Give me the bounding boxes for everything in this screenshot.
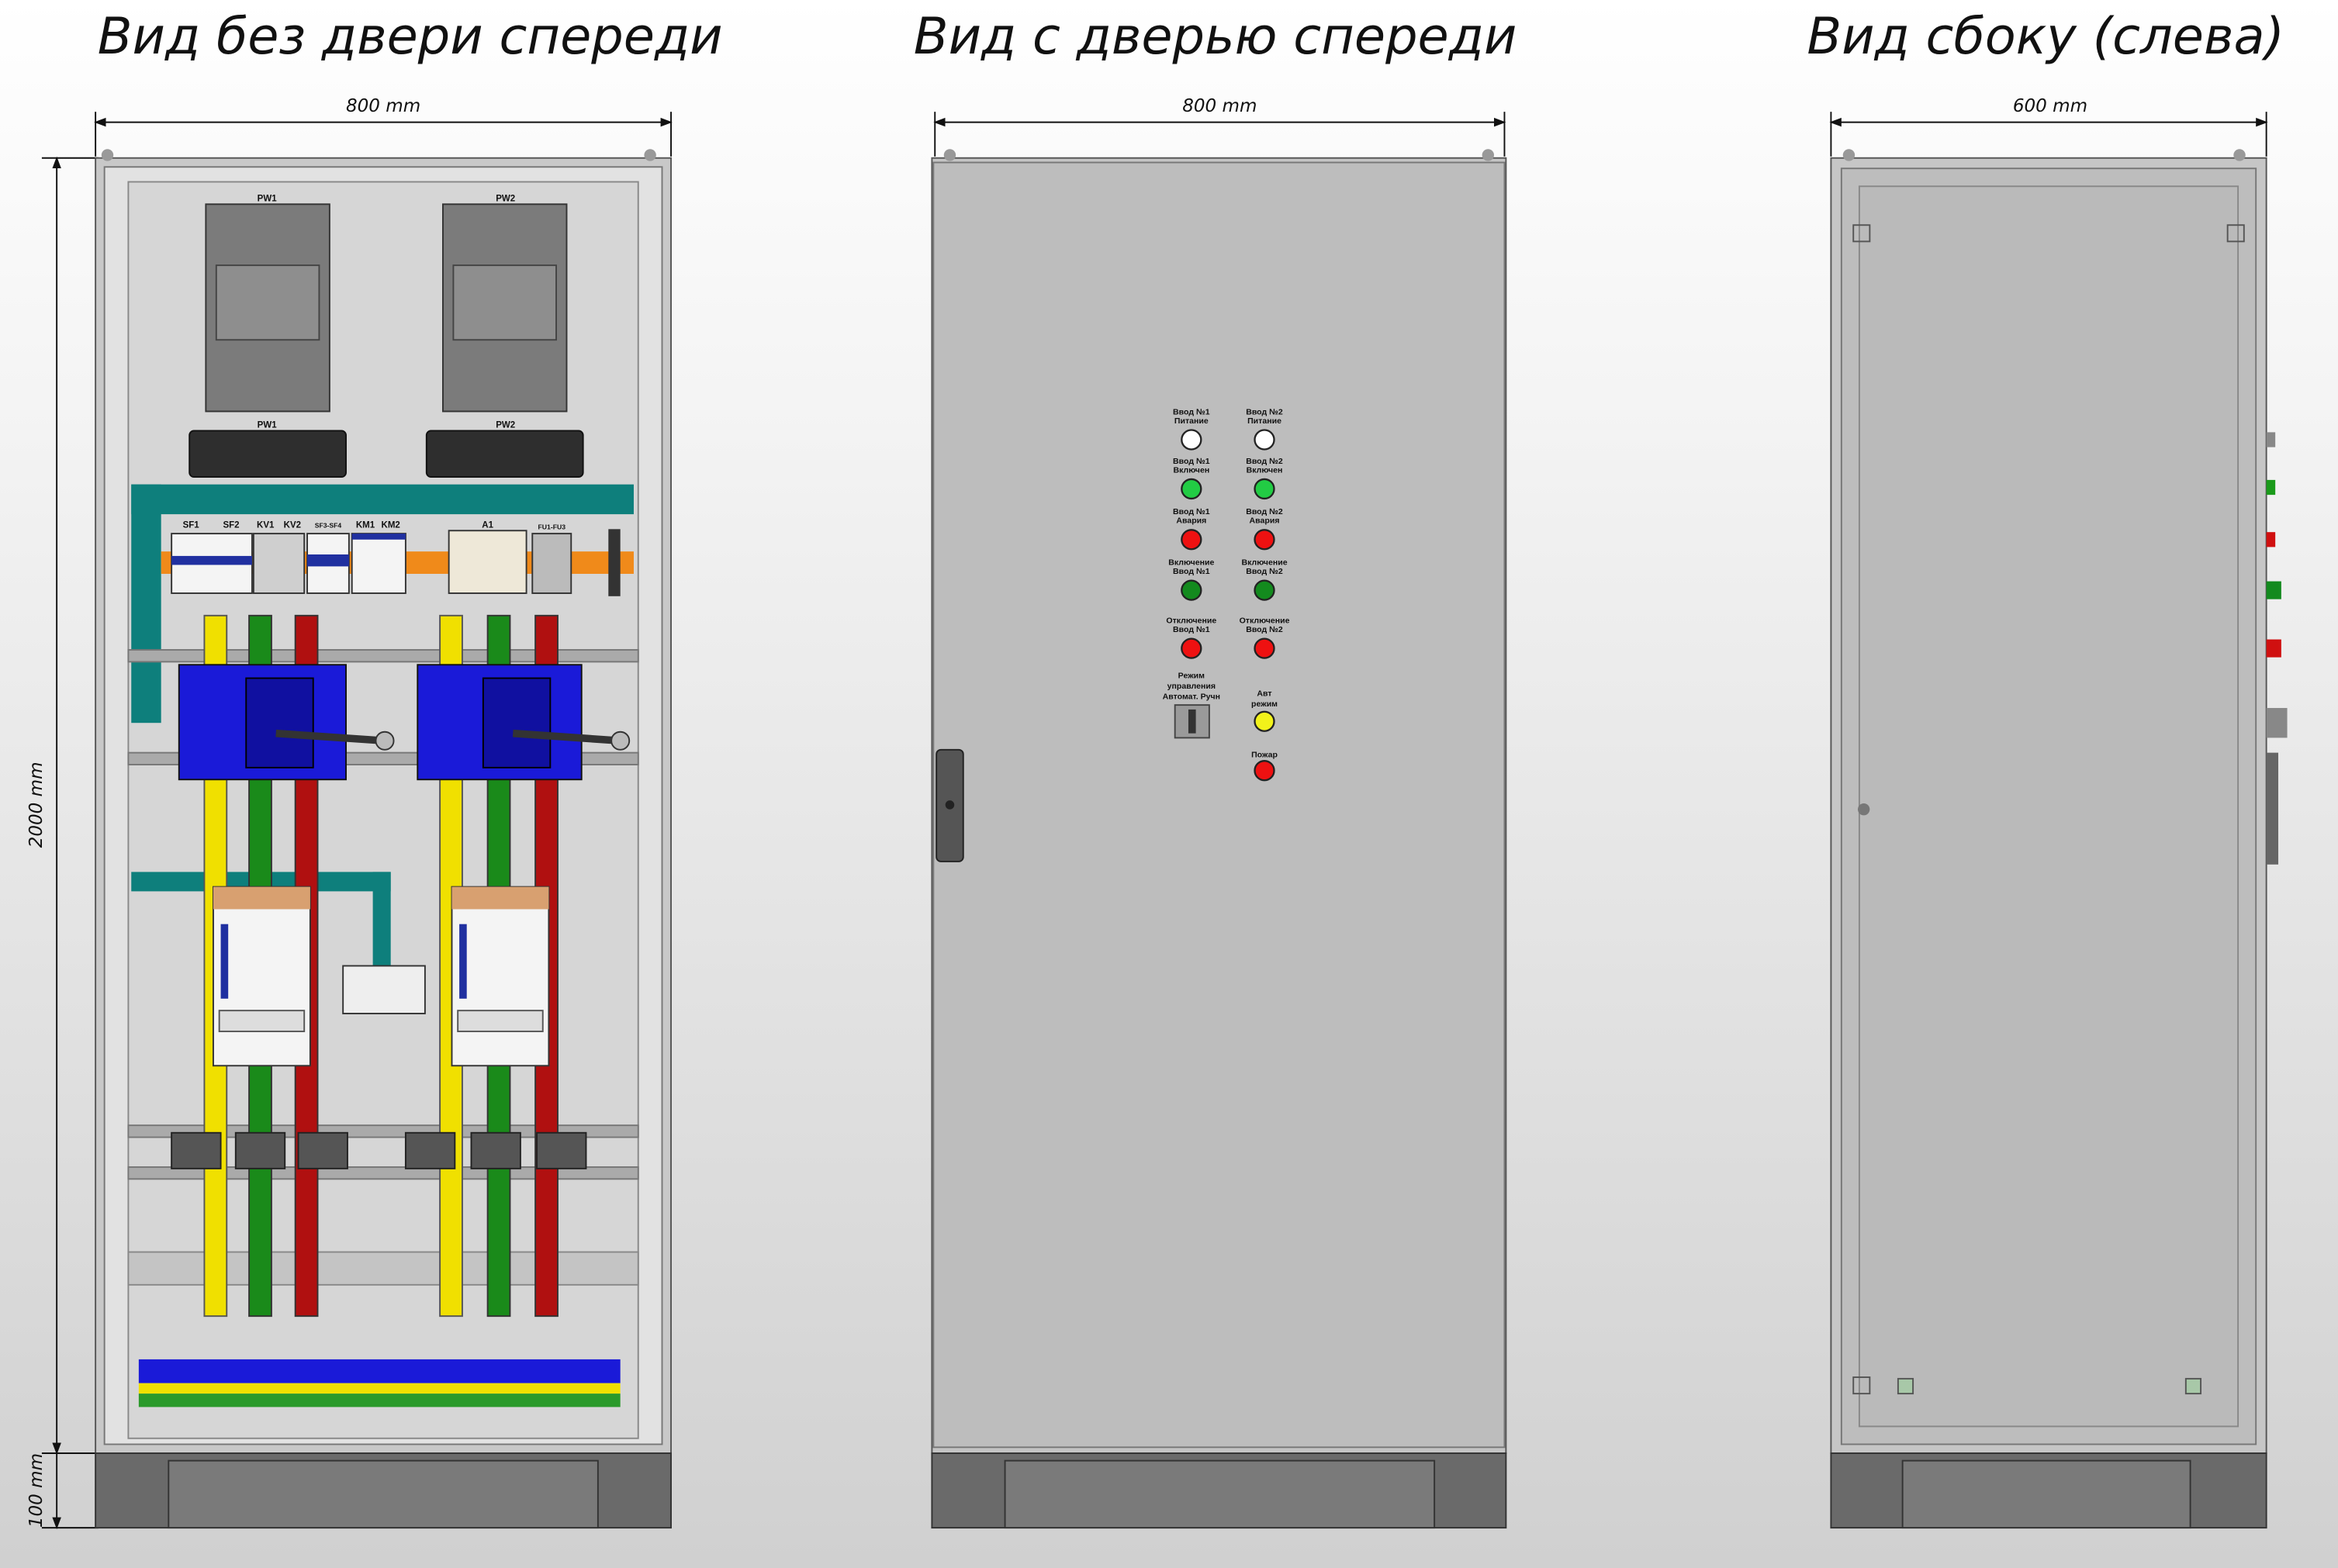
- terminal-block: [342, 965, 426, 1014]
- din-devices: SF1 SF2 KV1 KV2 SF3-SF4 KM1 KM2 A1 FU1-F…: [171, 520, 621, 596]
- title-front-with-door: Вид с дверью спереди: [914, 7, 1517, 66]
- indicator-label: Ввод №2: [1246, 567, 1283, 576]
- mode-switch-label: управления: [1167, 682, 1216, 691]
- device-label: KM2: [382, 520, 400, 530]
- indicator-label: Ввод №1: [1173, 625, 1210, 634]
- dimension-label-width-left: 800 mm: [346, 96, 420, 116]
- dimension-width-middle: [933, 112, 1506, 157]
- side-protruding-controls: [2266, 432, 2288, 865]
- indicator-label: Ввод №1: [1173, 507, 1210, 516]
- indicator-label: Ввод №2: [1246, 507, 1283, 516]
- door[interactable]: [932, 161, 1506, 1449]
- indicator-lamp: [1254, 637, 1275, 659]
- indicator-label: Ввод №2: [1246, 457, 1283, 466]
- cabinet-front-with-door: [931, 149, 1507, 1529]
- meter-cover-label: PW2: [496, 421, 515, 430]
- meter-pw2: PW2: [441, 194, 568, 413]
- title-side-left: Вид сбоку (слева): [1807, 7, 2284, 66]
- meter-cover-pw1: PW1: [188, 421, 347, 478]
- cable-duct-top: [131, 484, 634, 515]
- device-label: A1: [482, 520, 493, 530]
- device-label: SF3-SF4: [315, 521, 342, 529]
- circuit-breaker-1: [213, 886, 311, 1067]
- indicator-label: Включение: [1241, 558, 1287, 567]
- switch-disconnector-2: [417, 664, 631, 781]
- indicator-label: Ввод №2: [1246, 407, 1283, 416]
- indicator-label: Авария: [1176, 516, 1206, 526]
- indicator-lamp: [1181, 529, 1202, 551]
- meter-cover-label: PW1: [258, 421, 278, 430]
- device-label: KV2: [284, 520, 301, 530]
- device-label: FU1-FU3: [538, 523, 566, 530]
- dimension-label-width-middle: 800 mm: [1182, 96, 1257, 116]
- cable-duct-left: [131, 484, 161, 724]
- title-front-no-door: Вид без двери спереди: [98, 7, 723, 66]
- dimension-width-side: [1829, 112, 2268, 157]
- indicator-label: Включение: [1168, 558, 1214, 567]
- meter-label: PW2: [496, 194, 515, 203]
- device-label: SF2: [223, 520, 239, 530]
- indicator-label: Отключение: [1166, 616, 1216, 625]
- device-label: KV1: [257, 520, 275, 530]
- device-label: KM1: [356, 520, 375, 530]
- indicator-lamp: [1254, 529, 1275, 551]
- indicator-label: Включен: [1173, 465, 1209, 475]
- indicator-label: Авария: [1250, 516, 1280, 526]
- indicator-label: Ввод №1: [1173, 567, 1210, 576]
- indicator-lamp: [1254, 478, 1275, 500]
- indicator-label: Ввод №1: [1173, 457, 1210, 466]
- dimension-label-height: 2000 mm: [26, 762, 47, 848]
- fire-label: Пожар: [1251, 750, 1278, 759]
- cabinet-side-view: [1830, 149, 2288, 1529]
- dimension-label-width-side: 600 mm: [2013, 96, 2087, 116]
- indicator-label: Питание: [1247, 416, 1281, 426]
- mode-switch-label: Автомат. Ручн: [1163, 692, 1220, 701]
- switch-disconnector-1: [178, 664, 395, 781]
- indicator-label: Ввод №1: [1173, 407, 1210, 416]
- circuit-breaker-2: [451, 886, 550, 1067]
- auto-mode-label: режим: [1251, 699, 1278, 709]
- meter-pw1: PW1: [205, 194, 330, 413]
- device-label: SF1: [183, 520, 200, 530]
- indicator-lamp: [1181, 478, 1202, 500]
- indicator-label: Питание: [1174, 416, 1209, 426]
- indicator-lamp: [1181, 579, 1202, 601]
- indicator-label: Включен: [1247, 465, 1283, 475]
- dimension-label-base: 100 mm: [26, 1453, 47, 1528]
- indicator-lamp: [1254, 429, 1275, 451]
- meter-cover-pw2: PW2: [425, 421, 584, 478]
- mode-switch-label: Режим: [1178, 672, 1205, 681]
- indicator-lamp: [1181, 429, 1202, 451]
- pe-bar: [138, 1383, 621, 1394]
- auto-mode-lamp: [1254, 710, 1275, 732]
- meter-label: PW1: [258, 194, 278, 203]
- indicator-lamp: [1254, 579, 1275, 601]
- dimension-height: [41, 156, 99, 1530]
- current-transformers: [171, 1131, 587, 1169]
- indicator-lamp: [1181, 637, 1202, 659]
- indicator-label: Ввод №2: [1246, 625, 1283, 634]
- indicator-label: Отключение: [1240, 616, 1290, 625]
- auto-mode-label: Авт: [1257, 689, 1271, 699]
- fire-lamp: [1254, 760, 1275, 782]
- neutral-bar: [138, 1359, 621, 1383]
- dimension-width-left: [94, 112, 673, 157]
- cabinet-front-no-door: PW1 PW2 PW1 PW2: [95, 149, 672, 1529]
